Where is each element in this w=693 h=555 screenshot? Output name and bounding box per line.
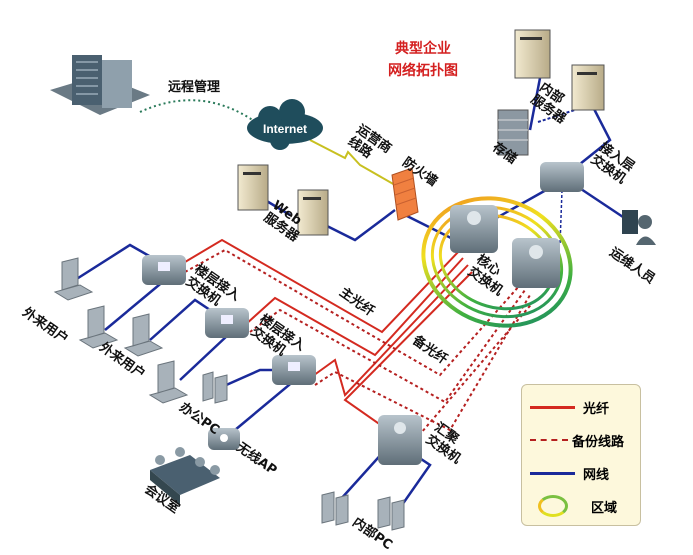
legend-item-backup: 备份线路 xyxy=(530,430,640,450)
fiber-swatch xyxy=(530,405,575,409)
legend-item-ethernet: 网线 xyxy=(530,463,640,483)
legend-label: 光纤 xyxy=(583,401,610,417)
office-building-icon xyxy=(50,55,150,115)
laptop-icon xyxy=(123,313,164,357)
office-pc-icon xyxy=(202,371,228,404)
title-line-1: 典型企业 xyxy=(395,41,451,57)
web-server-icon xyxy=(237,164,269,211)
legend-label: 区域 xyxy=(591,500,618,516)
access-layer-switch-icon xyxy=(540,162,584,192)
internet-cloud-icon xyxy=(247,99,323,150)
core-switch-icon xyxy=(512,238,560,288)
region-ring-icon xyxy=(538,495,568,517)
legend-item-fiber: 光纤 xyxy=(530,397,640,417)
aggregation-switch-icon xyxy=(378,415,422,465)
internet-label: Internet xyxy=(263,122,307,136)
wireless-ap-icon xyxy=(208,428,240,450)
backup-swatch xyxy=(530,439,568,441)
floor-access-switch-icon xyxy=(272,355,316,385)
isp-line xyxy=(309,139,396,186)
remote-management-label: 远程管理 xyxy=(168,80,221,95)
web-server-icon xyxy=(297,189,329,236)
backup-fiber-links xyxy=(184,248,536,441)
meeting-room-icon xyxy=(150,447,220,505)
legend-label: 网线 xyxy=(583,467,610,483)
laptop-icon xyxy=(53,257,94,301)
legend-label: 备份线路 xyxy=(572,434,625,450)
laptop-icon xyxy=(148,360,189,404)
floor-access-switch-icon xyxy=(205,308,249,338)
laptop-icon xyxy=(78,305,119,349)
internal-server-icon xyxy=(514,29,551,79)
internal-server-icon xyxy=(571,64,605,111)
internal-pc-icon xyxy=(377,496,405,531)
storage-icon xyxy=(497,109,529,156)
ops-staff-icon xyxy=(622,210,656,245)
core-switch-icon xyxy=(450,205,498,253)
floor-access-switch-icon xyxy=(142,255,186,285)
title-line-2: 网络拓扑图 xyxy=(388,63,458,79)
legend: 光纤 备份线路 网线 区域 xyxy=(521,384,641,526)
internal-pc-icon xyxy=(321,491,349,526)
diagram-title: 典型企业 网络拓扑图 xyxy=(388,38,458,82)
firewall-icon xyxy=(391,167,419,221)
ethernet-swatch xyxy=(530,471,575,475)
legend-item-region: 区域 xyxy=(530,493,640,519)
